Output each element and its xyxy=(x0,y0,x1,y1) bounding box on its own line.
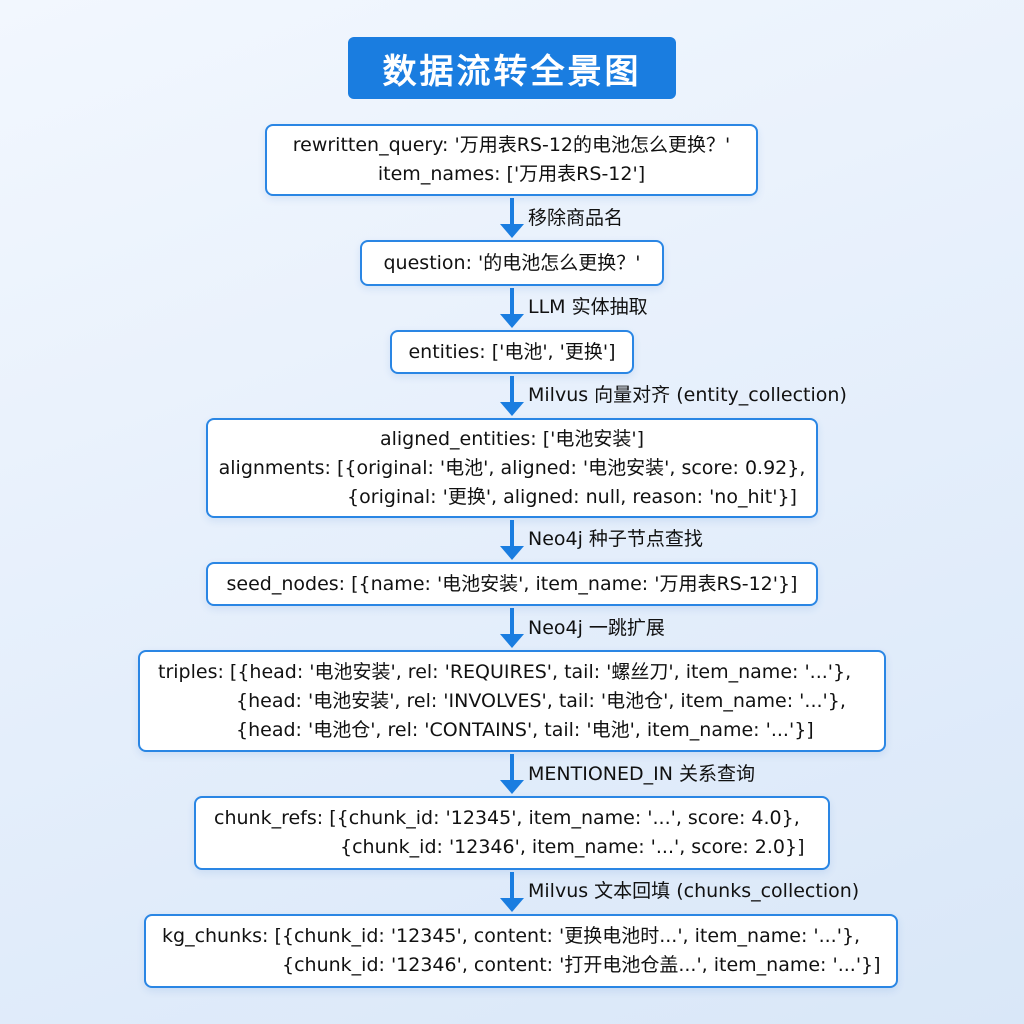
diagram-title: 数据流转全景图 xyxy=(348,37,676,99)
node-line: {chunk_id: '12346', content: '打开电池仓盖...'… xyxy=(282,954,881,976)
node-question: question: '的电池怎么更换？' xyxy=(360,240,664,286)
arrow-connector xyxy=(500,872,524,912)
node-line: seed_nodes: [{name: '电池安装', item_name: '… xyxy=(226,572,798,595)
node-line: {head: '电池仓', rel: 'CONTAINS', tail: '电池… xyxy=(236,718,814,741)
node-line: entities: ['电池', '更换'] xyxy=(408,340,616,363)
edge-label-text-backfill: Milvus 文本回填 (chunks_collection) xyxy=(528,880,860,902)
node-line: chunk_refs: [{chunk_id: '12345', item_na… xyxy=(214,807,800,829)
edge-label-mentioned-in-query: MENTIONED_IN 关系查询 xyxy=(528,763,755,785)
node-line: {chunk_id: '12346', item_name: '...', sc… xyxy=(340,836,805,858)
node-line: item_names: ['万用表RS-12'] xyxy=(377,163,646,185)
node-aligned-entities: aligned_entities: ['电池安装'] alignments: [… xyxy=(206,418,818,518)
node-line: {head: '电池安装', rel: 'INVOLVES', tail: '电… xyxy=(236,689,846,712)
node-line: question: '的电池怎么更换？' xyxy=(383,251,641,274)
node-chunk-refs: chunk_refs: [{chunk_id: '12345', item_na… xyxy=(194,796,830,870)
edge-label-remove-item-name: 移除商品名 xyxy=(528,207,624,229)
edge-label-one-hop-expansion: Neo4j 一跳扩展 xyxy=(528,617,665,639)
arrow-connector xyxy=(500,754,524,794)
arrow-connector xyxy=(500,288,524,328)
edge-label-entity-extraction: LLM 实体抽取 xyxy=(528,296,648,318)
node-line: rewritten_query: '万用表RS-12的电池怎么更换？' xyxy=(292,134,731,156)
node-line: {original: '更换', aligned: null, reason: … xyxy=(347,485,797,508)
node-seed-nodes: seed_nodes: [{name: '电池安装', item_name: '… xyxy=(206,562,818,606)
node-rewritten-query: rewritten_query: '万用表RS-12的电池怎么更换？' item… xyxy=(265,124,758,196)
arrow-connector xyxy=(500,198,524,238)
arrow-connector xyxy=(500,376,524,416)
node-entities: entities: ['电池', '更换'] xyxy=(390,330,634,374)
node-kg-chunks: kg_chunks: [{chunk_id: '12345', content:… xyxy=(144,914,898,988)
node-line: triples: [{head: '电池安装', rel: 'REQUIRES'… xyxy=(158,660,852,683)
node-line: alignments: [{original: '电池', aligned: '… xyxy=(218,456,806,479)
edge-label-seed-lookup: Neo4j 种子节点查找 xyxy=(528,528,703,550)
arrow-connector xyxy=(500,520,524,560)
node-triples: triples: [{head: '电池安装', rel: 'REQUIRES'… xyxy=(138,650,886,752)
node-line: kg_chunks: [{chunk_id: '12345', content:… xyxy=(162,925,861,947)
node-line: aligned_entities: ['电池安装'] xyxy=(379,427,645,450)
arrow-connector xyxy=(500,608,524,648)
edge-label-vector-alignment: Milvus 向量对齐 (entity_collection) xyxy=(528,384,847,406)
